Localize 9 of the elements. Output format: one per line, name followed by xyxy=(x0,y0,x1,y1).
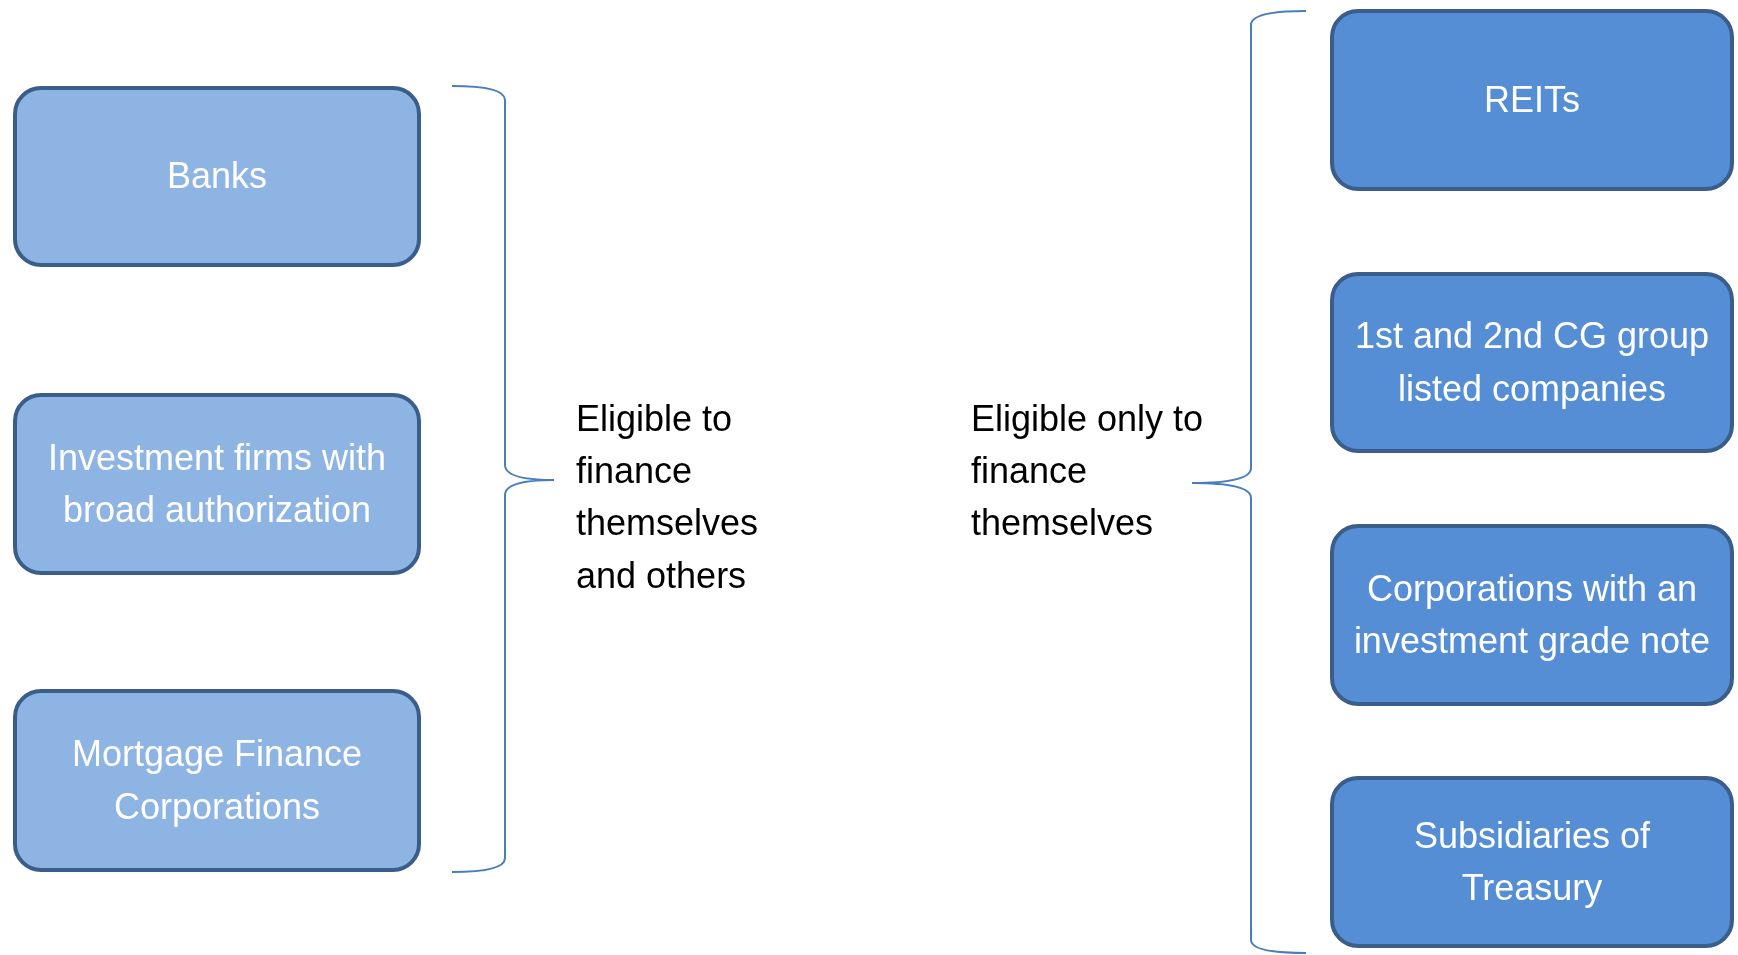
category-box: Banks xyxy=(13,86,421,267)
category-box: Subsidiaries of Treasury xyxy=(1330,776,1734,948)
group-label: Eligible to finance themselves and others xyxy=(576,397,760,598)
group-label: Eligible only to finance themselves xyxy=(971,397,1205,546)
category-box: REITs xyxy=(1330,9,1734,191)
category-box: Mortgage Finance Corporations xyxy=(13,689,421,872)
category-box: Corporations with an investment grade note xyxy=(1330,524,1734,706)
category-box: 1st and 2nd CG group listed companies xyxy=(1330,272,1734,453)
category-box: Investment firms with broad authorization xyxy=(13,393,421,575)
